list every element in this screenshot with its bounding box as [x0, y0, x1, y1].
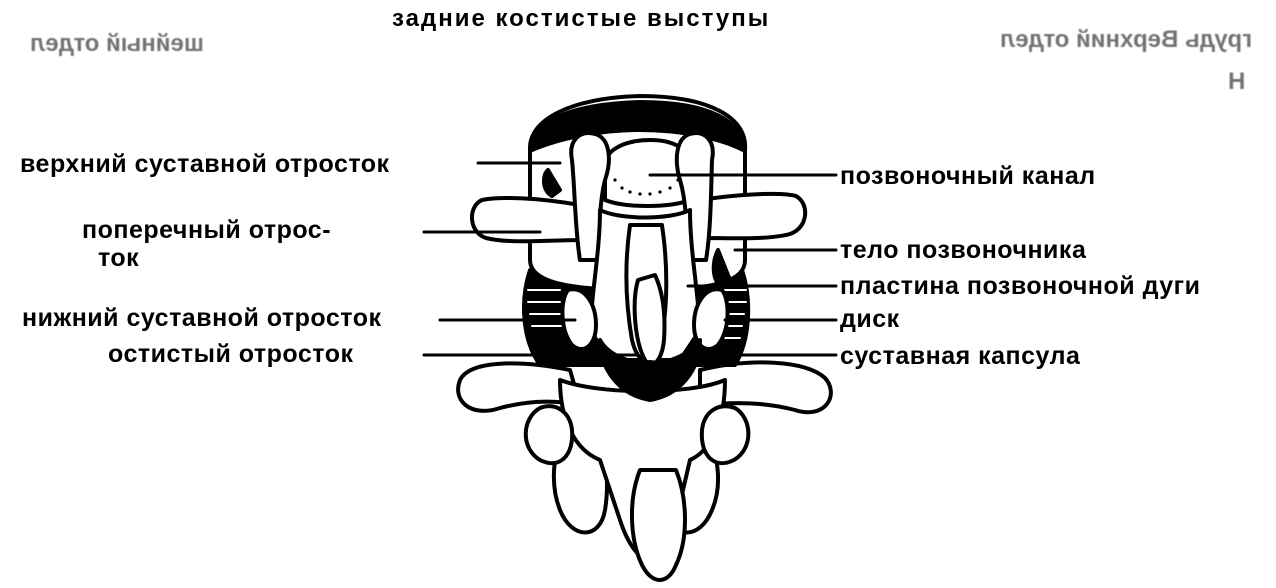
label-superior-articular-process: верхний суставной отросток [20, 150, 390, 178]
left-capsule-accent [541, 168, 562, 198]
label-spinous-process: остистый отросток [108, 340, 354, 368]
upper-left-transverse-process [470, 195, 586, 244]
right-superior-articular-process [674, 131, 715, 262]
spinous-process-tip [632, 273, 667, 367]
upper-right-transverse-process [696, 191, 807, 241]
label-lamina: пластина позвоночной дуги [840, 272, 1201, 300]
lower-left-transverse-process [456, 361, 582, 413]
lower-left-facet [523, 404, 575, 466]
lower-right-facet [699, 404, 751, 466]
lower-spinous-process [629, 468, 687, 582]
label-transverse-process-line1: поперечный отрос- [82, 216, 332, 244]
vertebral-body-top-rim [529, 100, 746, 152]
label-disc: диск [840, 305, 900, 333]
arch-shadow [598, 338, 702, 402]
label-joint-capsule: суставная капсула [840, 342, 1081, 370]
lower-right-transverse-process [698, 360, 833, 415]
label-vertebral-body: тело позвоночника [840, 236, 1087, 264]
label-transverse-process-line2: ток [98, 244, 140, 272]
left-inferior-articular-process [560, 287, 598, 351]
label-spinal-canal: позвоночный канал [840, 162, 1096, 190]
diagram-title: задние костистые выступы [392, 5, 771, 32]
label-inferior-articular-process: нижний суставной отросток [22, 304, 382, 332]
